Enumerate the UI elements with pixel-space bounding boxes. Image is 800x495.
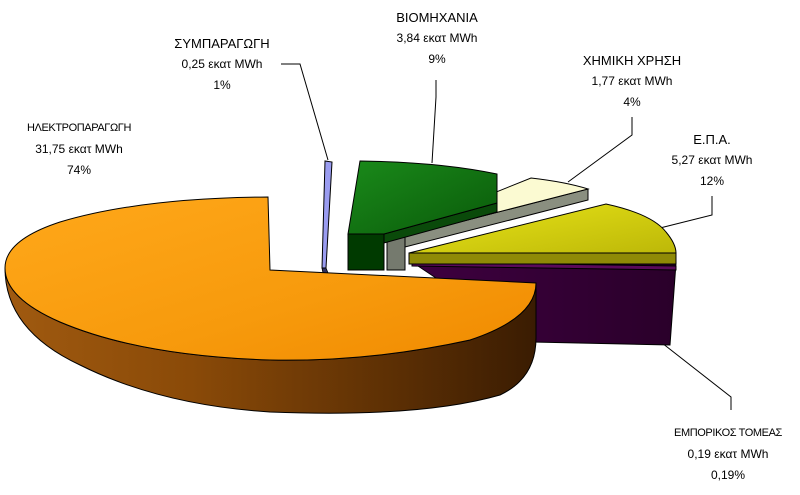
label-chimiki-chrisi: ΧΗΜΙΚΗ ΧΡΗΣΗ 1,77 εκατ MWh 4% — [560, 50, 704, 113]
slice-viomichania-top — [347, 160, 498, 235]
label-epa-percent: 12% — [699, 174, 725, 188]
leader-line-viomichania — [431, 80, 437, 164]
label-emporikos-tomeas: ΕΜΠΟΡΙΚΟΣ ΤΟΜΕΑΣ 0,19 εκατ MWh 0,19% — [656, 423, 800, 486]
leader-line-symparagogi — [281, 63, 329, 161]
label-chimiki-name: ΧΗΜΙΚΗ ΧΡΗΣΗ — [582, 53, 682, 68]
label-chimiki-amount: 1,77 εκατ MWh — [591, 74, 673, 88]
label-chimiki-percent: 4% — [623, 95, 641, 109]
label-emporikos-percent: 0,19% — [710, 468, 746, 482]
label-epa-name: Ε.Π.Α. — [693, 132, 731, 147]
slice-epa-side — [408, 252, 677, 265]
label-ilektroparagogi: ΗΛΕΚΤΡΟΠΑΡΑΓΩΓΗ 31,75 εκατ MWh 74% — [0, 118, 158, 181]
slice-symparagogi-top — [321, 160, 333, 269]
label-viomichania-percent: 9% — [428, 52, 446, 66]
label-viomichania: ΒΙΟΜΗΧΑΝΙΑ 3,84 εκατ MWh 9% — [365, 7, 509, 70]
slice-symparagogi — [321, 160, 333, 274]
leader-line-chimiki — [567, 117, 633, 183]
label-ilektroparagogi-name: ΗΛΕΚΤΡΟΠΑΡΑΓΩΓΗ — [26, 122, 131, 134]
label-emporikos-name: ΕΜΠΟΡΙΚΟΣ ΤΟΜΕΑΣ — [674, 427, 782, 439]
label-ilektroparagogi-percent: 74% — [66, 163, 92, 177]
label-viomichania-amount: 3,84 εκατ MWh — [396, 31, 478, 45]
label-symparagogi-amount: 0,25 εκατ MWh — [181, 57, 263, 71]
slice-ilektroparagogi-top — [4, 196, 537, 361]
leader-line-emporikos — [661, 342, 732, 410]
slice-viomichania — [347, 160, 498, 271]
leader-lines — [281, 63, 732, 410]
label-epa: Ε.Π.Α. 5,27 εκατ MWh 12% — [640, 129, 784, 192]
slice-viomichania-side — [347, 233, 385, 271]
slice-epa-top — [408, 203, 677, 254]
label-symparagogi-percent: 1% — [213, 78, 231, 92]
label-epa-amount: 5,27 εκατ MWh — [671, 153, 753, 167]
label-emporikos-amount: 0,19 εκατ MWh — [687, 447, 769, 461]
label-viomichania-name: ΒΙΟΜΗΧΑΝΙΑ — [396, 10, 478, 25]
slice-ilektroparagogi — [4, 196, 537, 414]
slice-epa — [408, 203, 677, 265]
leader-line-epa — [659, 196, 713, 229]
label-ilektroparagogi-amount: 31,75 εκατ MWh — [35, 142, 123, 156]
label-symparagogi-name: ΣΥΜΠΑΡΑΓΩΓΗ — [174, 36, 270, 51]
label-symparagogi: ΣΥΜΠΑΡΑΓΩΓΗ 0,25 εκατ MWh 1% — [150, 33, 294, 96]
